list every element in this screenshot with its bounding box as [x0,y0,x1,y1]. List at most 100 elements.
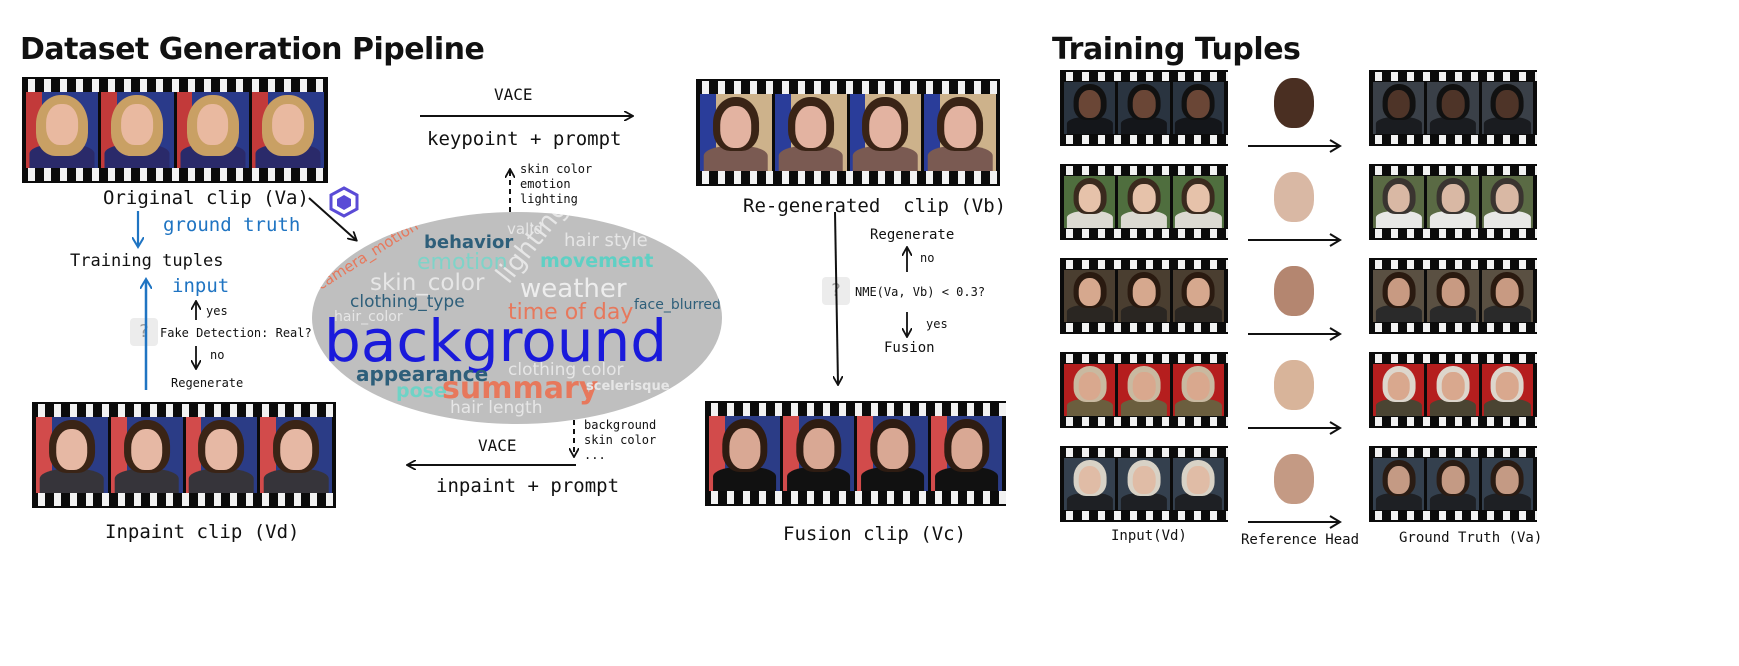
word-cloud-term: hair length [450,398,543,418]
video-frame [1427,176,1479,228]
video-frame [924,94,996,171]
original-clip-label: Original clip (Va) [103,187,309,209]
word-cloud-term: weather [520,274,627,304]
video-frame [1064,176,1116,228]
regenerated-clip-label: Re-generated clip (Vb) [743,195,1007,217]
inpaint-clip-label: Inpaint clip (Vd) [105,521,300,543]
word-cloud-term: scelerisque [586,379,670,394]
yes-label: yes [206,304,228,318]
prompt-top-item: skin color [520,162,593,176]
video-frame [709,416,780,491]
word-cloud-term: clothing_type [350,292,465,312]
tuple-arrowhead [1329,515,1342,529]
tuple-ground-truth-label: Ground Truth (Va) [1399,530,1543,546]
fusion-label: Fusion [884,340,935,356]
video-frame [1481,82,1533,134]
tuple-input-strip [1060,164,1228,240]
regenerate-label: Regenerate [171,376,244,390]
training-tuples-label: Training tuples [70,251,224,271]
reference-head [1274,78,1314,128]
no-label: no [210,348,225,362]
video-frame [101,92,174,168]
no-right-label: no [920,251,935,265]
word-cloud-term: pose [396,380,447,402]
inpaint-clip-strip [32,402,336,508]
video-frame [1373,176,1425,228]
prompt-bottom-item: skin color [584,433,657,447]
video-frame [1064,270,1116,322]
video-frame [1427,82,1479,134]
video-frame [1118,270,1170,322]
tuple-input-label: Input(Vd) [1111,528,1187,544]
video-frame [849,94,922,171]
original-clip-strip [22,77,328,183]
vace-top-label: VACE [494,85,533,104]
tuple-ground-truth-strip [1369,164,1537,240]
video-frame [1481,364,1533,416]
video-frame [1373,364,1425,416]
video-frame [1172,364,1224,416]
vace-bottom-label: VACE [478,436,517,455]
video-frame [774,94,847,171]
video-frame [26,92,99,168]
video-frame [1373,270,1425,322]
tuple-arrows [1248,139,1342,529]
tuple-ground-truth-strip [1369,258,1537,334]
word-cloud-term: time of day [508,300,634,325]
prompt-top-item: emotion [520,177,571,191]
keypoint-prompt-label: keypoint + prompt [427,128,622,150]
original-to-cloud-arrow [308,197,356,240]
reference-head [1274,454,1314,504]
tuple-reference-label: Reference Head [1241,532,1360,548]
input-label: input [172,275,230,297]
word-cloud-term: summary [442,371,599,406]
word-cloud-term: valid [507,220,543,238]
fusion-clip-strip [705,401,1006,506]
video-frame [1481,176,1533,228]
word-cloud-term: background [324,307,668,375]
nme-label: NME(Va, Vb) < 0.3? [855,285,986,299]
word-cloud-term: skin_color [370,270,485,296]
video-frame [1427,364,1479,416]
ground-truth-label: ground truth [163,214,301,236]
regenerated-clip-strip [696,79,1000,186]
tuple-input-strip [1060,70,1228,146]
tuple-arrowhead [1329,421,1342,435]
video-frame [185,417,258,493]
video-frame [1427,270,1479,322]
word-cloud-term: movement [540,250,654,272]
reference-head [1274,172,1314,222]
tuple-ground-truth-strip [1369,446,1537,522]
video-frame [700,94,772,171]
video-frame [1064,364,1116,416]
word-cloud-term: appearance [356,362,489,386]
video-frame [1118,82,1170,134]
video-frame [1064,458,1116,510]
video-frame [1118,458,1170,510]
word-cloud-term: hair_color [334,309,403,325]
reference-head [1274,360,1314,410]
video-frame [1118,176,1170,228]
regenerate-right-label: Regenerate [870,227,955,243]
model-logo-icon [329,186,359,218]
video-frame [1373,82,1425,134]
tuple-ground-truth-strip [1369,352,1537,428]
fusion-clip-label: Fusion clip (Vc) [783,523,967,545]
prompt-bottom-list: background skin color ... [584,418,656,463]
word-cloud-term: behavior [424,232,514,253]
video-frame [260,417,332,493]
video-frame [1427,458,1479,510]
prompt-top-item: lighting [520,192,578,206]
tuples-title: Training Tuples [1052,32,1301,67]
tuple-input-strip [1060,258,1228,334]
video-frame [36,417,108,493]
prompt-bottom-item: ... [584,448,606,462]
video-frame [1118,364,1170,416]
word-cloud-term: hair style [564,230,648,251]
pipeline-title: Dataset Generation Pipeline [20,32,485,67]
video-frame [1172,176,1224,228]
video-frame [931,416,1002,491]
video-frame [1172,270,1224,322]
video-frame [1064,82,1116,134]
